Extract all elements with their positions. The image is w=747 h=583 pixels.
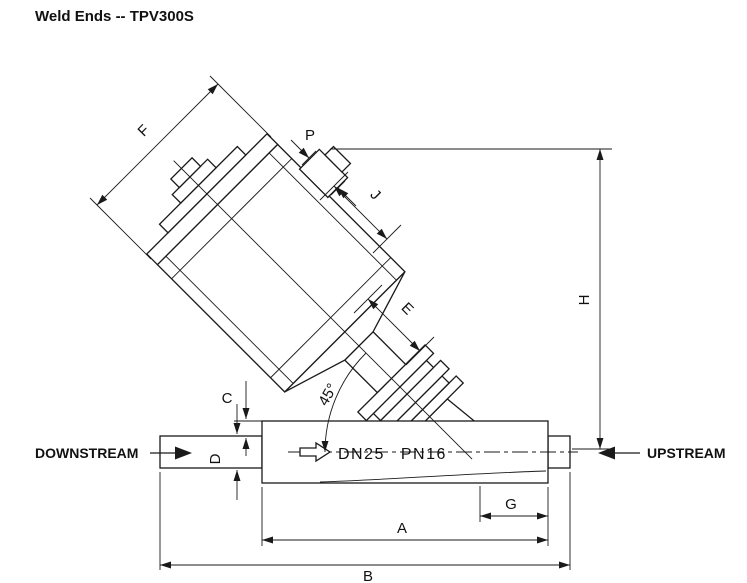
- cylinder-wall-line: [165, 255, 294, 384]
- dim-label-D: D: [207, 453, 224, 464]
- body-contour-line: [319, 470, 547, 483]
- downstream-flow: DOWNSTREAM: [35, 445, 192, 461]
- dimension-D: D: [207, 404, 241, 500]
- air-port-boss: [298, 145, 352, 199]
- dim-label-A: A: [397, 520, 407, 537]
- downstream-arrow-icon: [175, 446, 192, 460]
- cylinder-wall-line: [268, 152, 397, 281]
- dimension-A: A: [261, 487, 549, 546]
- dim-label-G: G: [505, 496, 517, 513]
- dimension-H: H: [330, 148, 614, 450]
- dimension-C: C: [222, 381, 266, 456]
- downstream-label: DOWNSTREAM: [35, 445, 138, 461]
- angle-label: 45°: [315, 381, 341, 409]
- dim-label-C: C: [222, 390, 233, 407]
- dim-label-F: F: [135, 122, 154, 141]
- dim-label-P: P: [305, 127, 315, 144]
- dim-label-B: B: [363, 568, 373, 583]
- stem-centerline: [173, 160, 473, 460]
- page-title: Weld Ends -- TPV300S: [35, 8, 194, 25]
- dimension-B: B: [159, 472, 571, 583]
- upstream-flow: UPSTREAM: [598, 445, 726, 461]
- upstream-label: UPSTREAM: [647, 445, 726, 461]
- dim-label-E: E: [398, 299, 417, 318]
- upstream-arrow-icon: [598, 446, 615, 460]
- dim-label-H: H: [576, 295, 593, 306]
- dimension-G: G: [479, 486, 548, 522]
- dim-label-J: J: [367, 186, 384, 203]
- stem-axis-group: [173, 160, 473, 460]
- pipe-marking-label: DN25 PN16: [338, 446, 447, 463]
